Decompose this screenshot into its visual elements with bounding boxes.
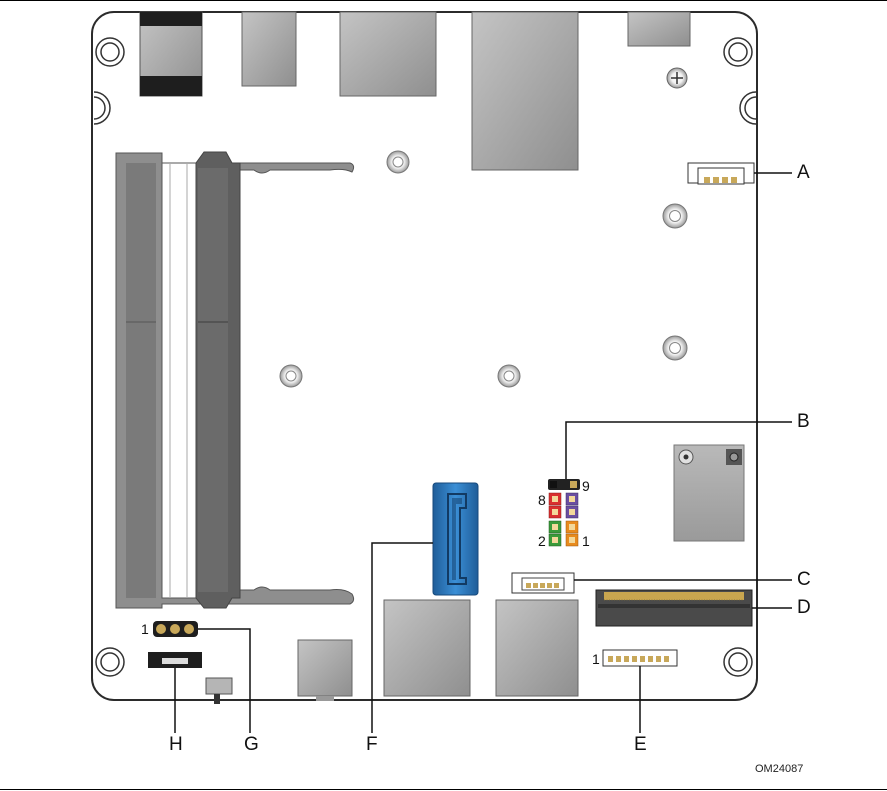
header-g <box>153 621 198 637</box>
figure-id: OM24087 <box>755 764 803 775</box>
callout-g-label: G <box>244 735 259 754</box>
connector-h <box>148 652 202 668</box>
connector-c <box>512 573 574 593</box>
callout-f-label: F <box>366 735 378 754</box>
wireless-module <box>674 445 744 541</box>
header-b-pin8-label: 8 <box>538 493 546 507</box>
callout-a-label: A <box>797 163 810 182</box>
sata-connector-f <box>433 483 478 595</box>
header-b-pin1-label: 1 <box>582 534 590 548</box>
fan-connector-a <box>688 163 754 184</box>
callout-h-label: H <box>169 735 183 754</box>
callout-c-label: C <box>797 570 811 589</box>
header-b-pin9-label: 9 <box>582 479 590 493</box>
callout-b-label: B <box>797 412 810 431</box>
callout-d-label: D <box>797 598 811 617</box>
m2-slot-d <box>596 590 752 626</box>
header-e-pin1-label: 1 <box>592 652 600 666</box>
header-e <box>603 650 677 666</box>
header-b-pin2-label: 2 <box>538 534 546 548</box>
callout-e-label: E <box>634 735 647 754</box>
header-g-pin1-label: 1 <box>141 622 149 636</box>
